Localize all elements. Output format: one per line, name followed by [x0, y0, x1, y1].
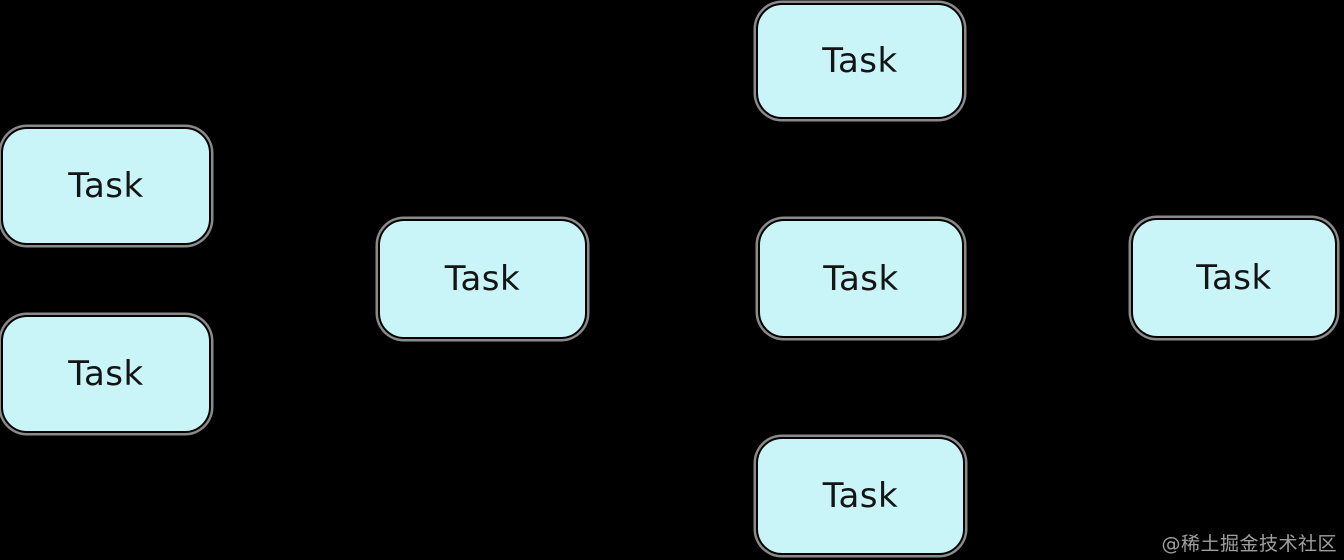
watermark-text: @稀土掘金技术社区 — [1161, 533, 1337, 555]
task-node-center-bottom: Task — [756, 437, 965, 555]
task-node-center-top: Task — [756, 3, 964, 119]
task-node-middle-left: Task — [378, 219, 587, 339]
task-node-left-top: Task — [1, 127, 211, 245]
task-node-left-bottom: Task — [1, 315, 211, 433]
task-node-right: Task — [1131, 218, 1337, 338]
task-node-center-middle: Task — [758, 219, 964, 338]
